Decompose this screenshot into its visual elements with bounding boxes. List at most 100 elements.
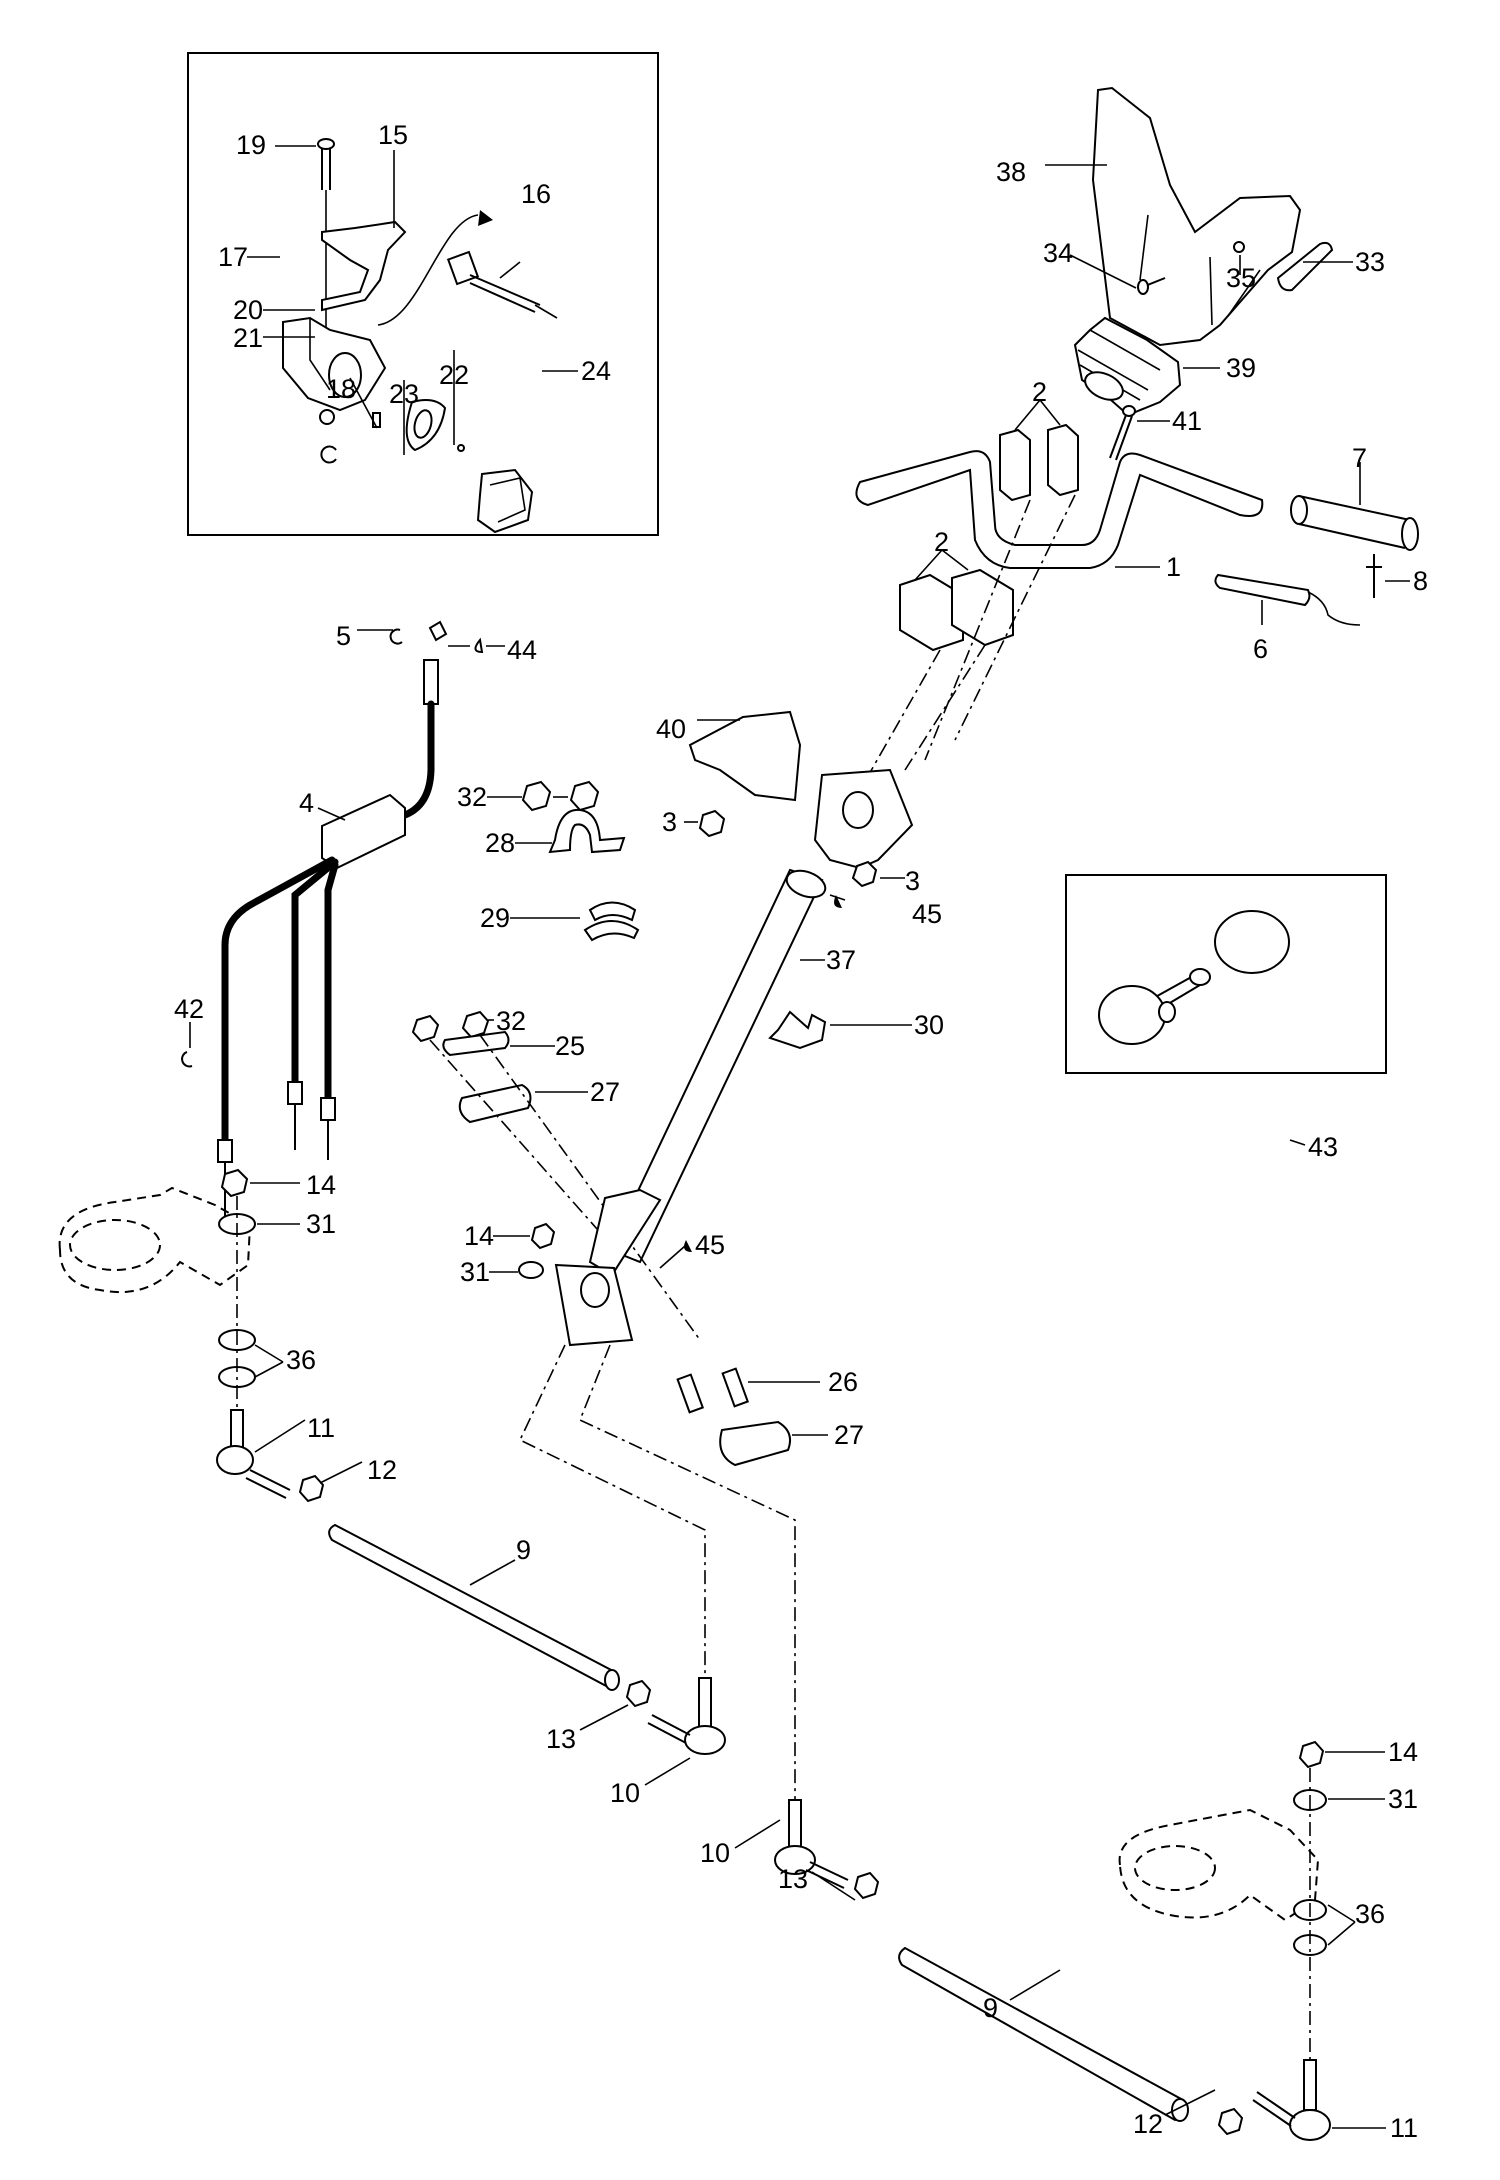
part-12-nut-right bbox=[1217, 2107, 1244, 2136]
part-18-spring bbox=[372, 412, 381, 428]
part-38-handlebar-pad bbox=[1091, 86, 1302, 347]
callout-14-center: 14 bbox=[464, 1221, 494, 1251]
callout-32-lower: 32 bbox=[496, 1006, 526, 1036]
callout-34: 34 bbox=[1043, 238, 1073, 268]
part-30-bushing bbox=[768, 1010, 827, 1050]
callout-36-right: 36 bbox=[1355, 1899, 1385, 1929]
part-1-handlebar bbox=[855, 450, 1264, 569]
callout-11-left: 11 bbox=[307, 1413, 335, 1443]
callout-14-left: 14 bbox=[306, 1170, 336, 1200]
callout-25: 25 bbox=[555, 1031, 585, 1061]
part-34-screw bbox=[1137, 277, 1166, 295]
callout-6: 6 bbox=[1253, 634, 1268, 664]
part-31-washer-center bbox=[518, 1261, 544, 1279]
callout-42: 42 bbox=[174, 994, 204, 1024]
callout-13-right: 13 bbox=[778, 1864, 808, 1894]
part-29-bushing bbox=[583, 901, 640, 942]
callout-19: 19 bbox=[236, 130, 266, 160]
part-32-nuts-upper bbox=[521, 780, 600, 812]
callout-45-lower: 45 bbox=[695, 1230, 725, 1260]
part-10-ball-joint-left bbox=[647, 1677, 726, 1755]
part-28-u-bracket bbox=[548, 808, 626, 854]
callout-3-right: 3 bbox=[905, 866, 920, 896]
part-5-clip bbox=[389, 628, 403, 645]
callout-2-lower: 2 bbox=[934, 527, 949, 557]
callout-36-left: 36 bbox=[286, 1345, 316, 1375]
callout-14-right: 14 bbox=[1388, 1737, 1418, 1767]
part-42-clip bbox=[181, 1051, 193, 1068]
part-15-lever bbox=[321, 220, 407, 312]
part-13-nut-right bbox=[853, 1871, 880, 1900]
left-steering-arm-phantom bbox=[58, 1186, 252, 1294]
right-steering-arm-phantom bbox=[1118, 1808, 1320, 1922]
callout-3-left: 3 bbox=[662, 807, 677, 837]
oil-drop-icon-44 bbox=[474, 637, 484, 654]
part-33-grip-insert bbox=[1276, 241, 1334, 292]
part-43-horn bbox=[1098, 910, 1290, 1045]
callout-30: 30 bbox=[914, 1010, 944, 1040]
part-7-grip bbox=[1290, 495, 1419, 551]
part-9-tie-rod-right bbox=[898, 1946, 1189, 2122]
callout-31-right: 31 bbox=[1388, 1784, 1418, 1814]
part-3-nut-upper bbox=[698, 809, 726, 838]
callout-10-right: 10 bbox=[700, 1838, 730, 1868]
part-12-nut-left bbox=[298, 1474, 325, 1503]
part-9-tie-rod-left bbox=[328, 1523, 620, 1691]
callout-16: 16 bbox=[521, 179, 551, 209]
part-27-upper-clamp bbox=[458, 1083, 532, 1124]
part-20-washer bbox=[319, 409, 335, 425]
callout-11-right: 11 bbox=[1390, 2113, 1418, 2143]
part-24-cover bbox=[476, 468, 534, 534]
callout-9-left: 9 bbox=[516, 1535, 531, 1565]
part-32-nuts-lower bbox=[411, 1010, 490, 1043]
part-21-clip bbox=[320, 445, 337, 464]
callout-39: 39 bbox=[1226, 353, 1256, 383]
callout-5: 5 bbox=[336, 621, 351, 651]
callout-41: 41 bbox=[1172, 406, 1202, 436]
callout-9-right: 9 bbox=[983, 1993, 998, 2023]
callout-35: 35 bbox=[1226, 263, 1256, 293]
callout-37: 37 bbox=[826, 945, 856, 975]
callout-24: 24 bbox=[581, 356, 611, 386]
callout-32-upper: 32 bbox=[457, 782, 487, 812]
callout-31-left: 31 bbox=[306, 1209, 336, 1239]
part-column-lower-flange bbox=[554, 1188, 662, 1347]
callout-26: 26 bbox=[828, 1367, 858, 1397]
part-6-heating-element bbox=[1214, 573, 1361, 626]
part-27-lower-clamp bbox=[719, 1420, 791, 1467]
callout-28: 28 bbox=[485, 828, 515, 858]
part-10-ball-joint-right bbox=[774, 1799, 849, 1889]
oil-drop-icon-45-lower bbox=[684, 1240, 692, 1252]
part-39-boot bbox=[1073, 316, 1182, 417]
callout-12-left: 12 bbox=[367, 1455, 397, 1485]
part-2-upper-clamps bbox=[999, 423, 1079, 502]
part-37-steering-column bbox=[608, 868, 827, 1264]
callout-12-right: 12 bbox=[1133, 2109, 1163, 2139]
part-17-housing bbox=[282, 316, 387, 412]
callout-4: 4 bbox=[299, 788, 314, 818]
part-25-plate bbox=[442, 1030, 510, 1057]
part-23-bezel bbox=[405, 399, 447, 452]
part-11-ball-joint-left bbox=[216, 1409, 291, 1499]
callout-20: 20 bbox=[233, 295, 263, 325]
callout-27-upper: 27 bbox=[590, 1077, 620, 1107]
part-35-nut bbox=[1233, 241, 1245, 253]
callout-18: 18 bbox=[326, 374, 356, 404]
callout-17: 17 bbox=[218, 242, 248, 272]
part-26-sleeves bbox=[676, 1367, 750, 1414]
part-4-throttle-cable bbox=[217, 620, 448, 1225]
callout-45-upper: 45 bbox=[912, 899, 942, 929]
part-14-nut-center bbox=[530, 1222, 556, 1250]
callout-8: 8 bbox=[1413, 566, 1428, 596]
callout-7: 7 bbox=[1352, 443, 1367, 473]
part-22-screw bbox=[457, 444, 465, 452]
callout-40: 40 bbox=[656, 714, 686, 744]
callout-23: 23 bbox=[389, 379, 419, 409]
oil-drop-icon-45-upper bbox=[834, 895, 842, 908]
callout-29: 29 bbox=[480, 903, 510, 933]
part-11-ball-joint-right bbox=[1252, 2059, 1331, 2141]
part-8-rivet bbox=[1366, 554, 1382, 598]
callout-31-center: 31 bbox=[460, 1257, 490, 1287]
throttle-inset-frame bbox=[187, 52, 659, 536]
